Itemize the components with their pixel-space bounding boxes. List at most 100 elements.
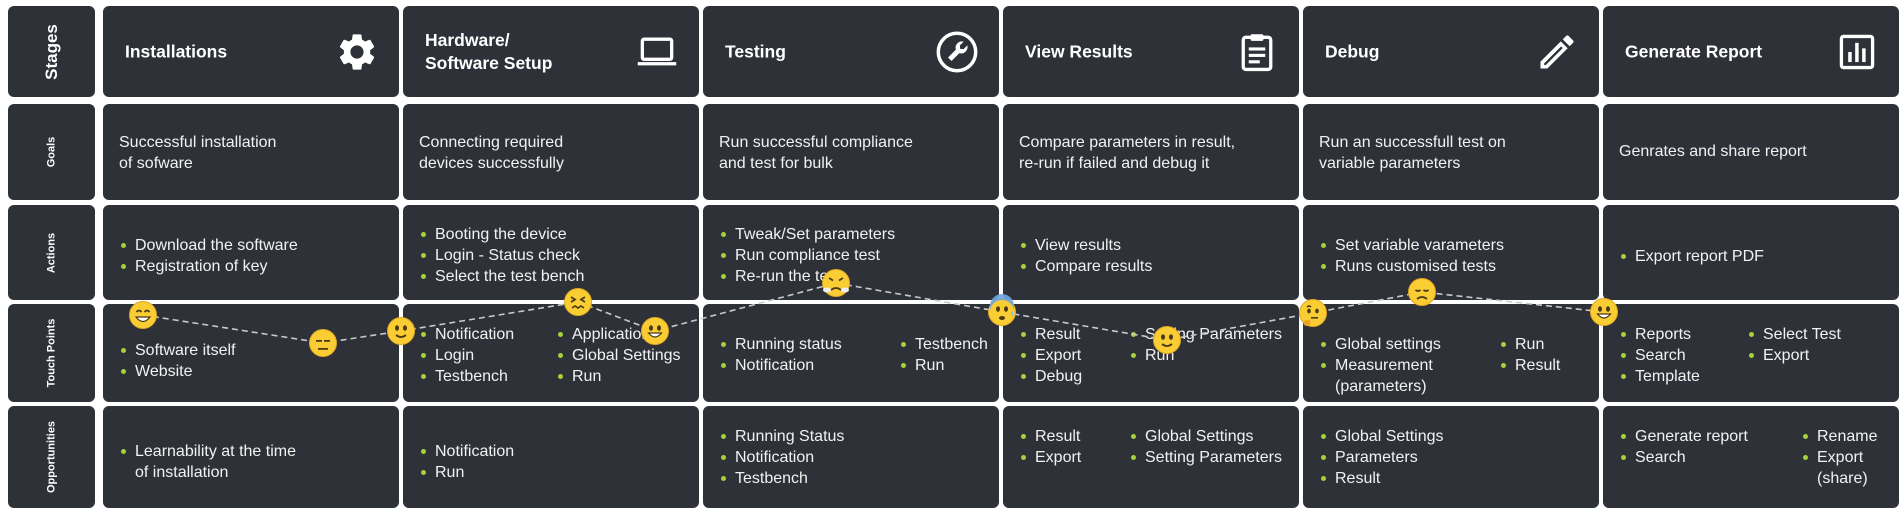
touchpoint-item: Testbench [900,334,988,355]
opportunity-item: Result [1320,468,1444,489]
goal-text: Compare parameters in result, re-run if … [1019,134,1236,172]
clipboard-icon [1235,30,1279,74]
opportunity-item: Search [1620,447,1748,468]
opportunity-item: Rename [1802,426,1877,447]
touchpoint-item: Run [557,366,681,387]
opportunity-item: Generate report [1620,426,1748,447]
row-label-stages: Stages [8,6,95,97]
opportunity-item: Testbench [720,468,844,489]
slight-smile-emoji [1153,326,1181,354]
action-item: Export report PDF [1620,246,1764,267]
opportunity-item: Notification [720,447,844,468]
opportunity-item: Export (share) [1802,447,1877,489]
stage-title: View Results [1025,41,1133,61]
action-item: Registration of key [120,256,298,277]
action-item: Booting the device [420,224,584,245]
touchpoint-item: Software itself [120,340,235,361]
anxious-sweat-emoji [988,294,1016,326]
action-item: Tweak/Set parameters [720,224,895,245]
action-item: Set variable varameters [1320,235,1504,256]
bar-chart-icon [1835,30,1879,74]
smiley-emoji [1590,298,1618,326]
stage-header-generate-report: Generate Report [1603,6,1899,97]
row-label-goals: Goals [8,104,95,200]
goal-cell-debug: Run an successfull test on variable para… [1303,104,1599,200]
touchpoint-item: Search [1620,345,1700,366]
expressionless-emoji [309,329,337,357]
touchpoint-item: Website [120,361,235,382]
action-item: View results [1020,235,1152,256]
goal-text: Run successful compliance and test for b… [719,134,913,172]
opportunity-item: Parameters [1320,447,1444,468]
actions-list: Export report PDF [1620,246,1764,267]
touchpoint-item: Debug [1020,366,1082,387]
stage-title: Generate Report [1625,41,1763,61]
disappointed-emoji [1408,278,1436,306]
stage-title: Debug [1325,41,1380,61]
emotion-curve-line [142,282,1605,344]
touchpoint-item: Measurement (parameters) [1320,355,1441,397]
goal-cell-testing: Run successful compliance and test for b… [703,104,999,200]
touchpoint-item: Reports [1620,324,1700,345]
opportunity-item: Running Status [720,426,844,447]
smiley-emoji [641,317,669,345]
pencil-icon [1535,30,1579,74]
stage-header-testing: Testing [703,6,999,97]
opportunities-cell-installations: Learnability at the time of installation [103,406,399,508]
goal-cell-installations: Successful installation of sofware [103,104,399,200]
action-item: Compare results [1020,256,1152,277]
goal-text: Run an successfull test on variable para… [1319,134,1506,172]
thinking-emoji [1299,299,1327,327]
row-label-actions: Actions [8,205,95,300]
opportunity-item: Export [1020,447,1081,468]
confounded-emoji [564,288,592,316]
touchpoint-item: Application [557,324,681,345]
touchpoint-item: Global Settings [557,345,681,366]
goal-cell-generate-report: Genrates and share report [1603,104,1899,200]
touchpoint-item: Login [420,345,514,366]
stage-header-hardware-software-setup: Hardware/ Software Setup [403,6,699,97]
goal-cell-view-results: Compare parameters in result, re-run if … [1003,104,1299,200]
grinning-emoji [129,301,157,329]
stage-header-view-results: View Results [1003,6,1299,97]
stage-title: Installations [125,41,228,61]
stage-title: Hardware/ Software Setup [425,29,553,73]
touchpoint-item: Notification [720,355,842,376]
goal-text: Genrates and share report [1619,143,1807,160]
row-label-touch-points: Touch Points [8,304,95,402]
opportunity-item: Learnability at the time of installation [120,441,296,483]
goal-cell-hardware-software-setup: Connecting required devices successfully [403,104,699,200]
laptop-icon [635,30,679,74]
touchpoint-item: Result [1020,324,1082,345]
opportunity-item: Notification [420,441,514,462]
